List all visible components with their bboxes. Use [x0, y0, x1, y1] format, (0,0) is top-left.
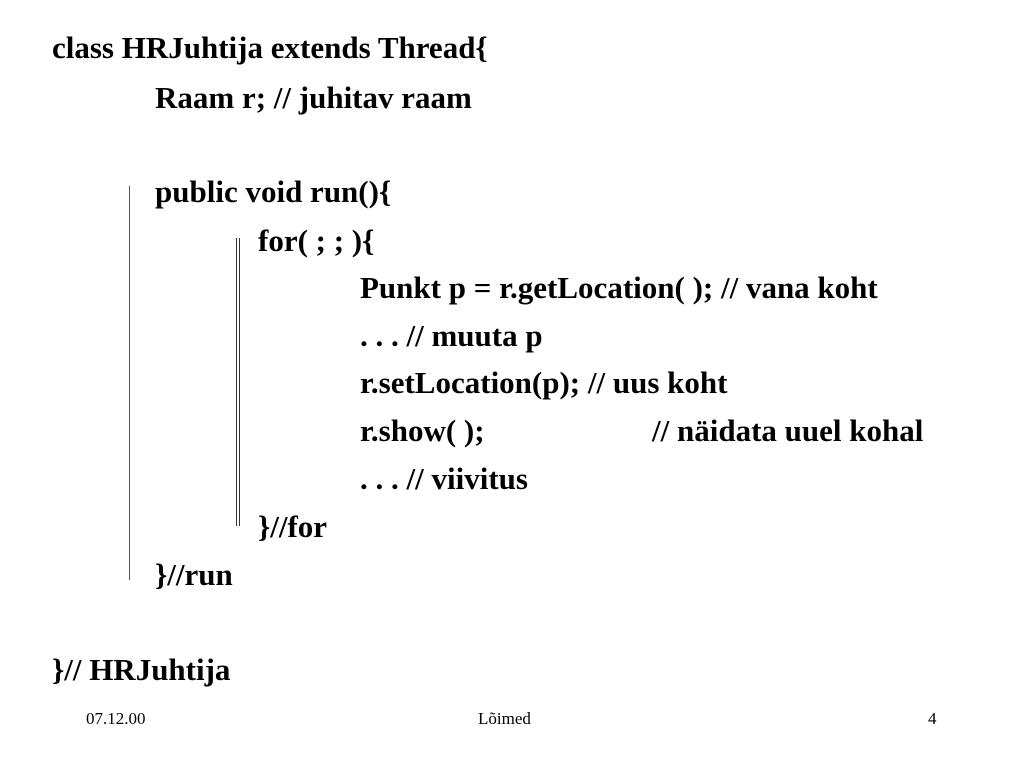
- for-loop-bracket: [236, 238, 240, 526]
- code-line-field: Raam r; // juhitav raam: [155, 80, 472, 115]
- code-line-for-loop: for( ; ; ){: [258, 223, 375, 258]
- code-line-modify-p: . . . // muuta p: [360, 318, 543, 353]
- code-line-get-location: Punkt p = r.getLocation( ); // vana koht: [360, 270, 878, 305]
- code-line-class-declaration: class HRJuhtija extends Thread{: [52, 30, 488, 65]
- code-line-set-location: r.setLocation(p); // uus koht: [360, 365, 728, 400]
- footer-title: Lõimed: [478, 709, 531, 728]
- code-line-end-for: }//for: [258, 509, 328, 544]
- code-line-run-method: public void run(){: [155, 174, 392, 209]
- code-line-show: r.show( );: [360, 413, 485, 448]
- footer-page-number: 4: [928, 709, 937, 728]
- code-line-show-comment: // näidata uuel kohal: [652, 413, 924, 448]
- code-line-end-class: }// HRJuhtija: [52, 652, 231, 687]
- code-line-end-run: }//run: [155, 557, 233, 592]
- run-method-bracket: [129, 186, 130, 580]
- code-line-delay: . . . // viivitus: [360, 461, 528, 496]
- footer-date: 07.12.00: [86, 709, 146, 728]
